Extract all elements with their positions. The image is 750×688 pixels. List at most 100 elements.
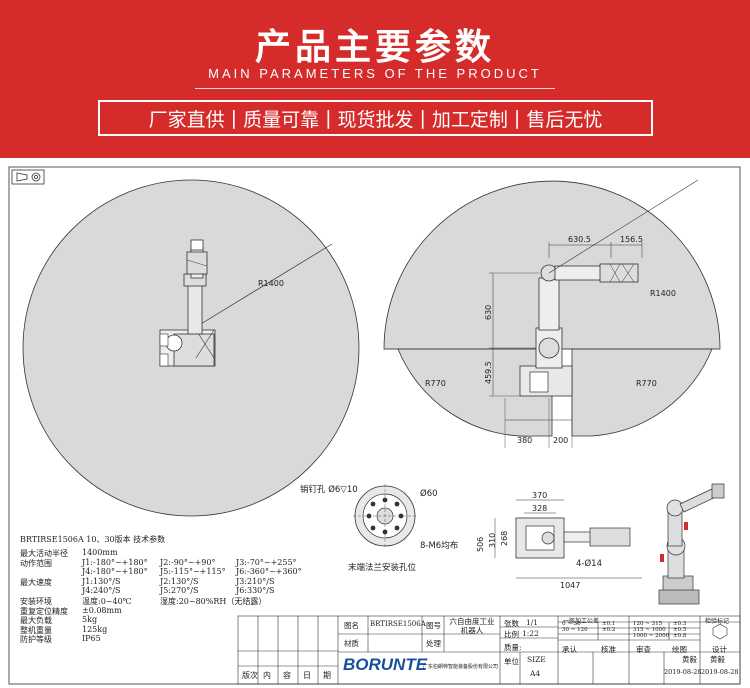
tb-date-1: 2019-08-28 xyxy=(664,668,702,676)
tb-revision-label: 内 xyxy=(263,671,271,680)
brand-logo: BORUNTE xyxy=(343,655,428,674)
tb-scale-label: 比例 xyxy=(504,630,519,639)
tolerance-cell: ±0.8 xyxy=(673,633,687,639)
spec-label: 防护等级 xyxy=(20,635,52,645)
title-block xyxy=(237,615,741,685)
tb-drawing-no-label: 图号 xyxy=(426,621,441,630)
page-title: 产品主要参数 xyxy=(254,27,495,68)
footprint-detail: 370 328 506 310 268 1047 4-Ø14 xyxy=(476,491,642,590)
flange-detail: 销钉孔 Ø6▽10 Ø60 8-M6均布 末端法兰安装孔位 xyxy=(300,484,458,573)
reach-arc-upper xyxy=(383,180,721,350)
tolerance-cell: ±0.2 xyxy=(602,627,616,633)
page-subtitle: MAIN PARAMETERS OF THE PRODUCT xyxy=(208,66,542,81)
spec-c3: J6:-360°~+360° xyxy=(236,567,302,577)
dim-630-5: 630.5 xyxy=(568,235,591,244)
dim-1047: 1047 xyxy=(560,581,580,590)
slogan-1: 厂家直供 xyxy=(148,108,225,131)
spec-c2: J2:-90°~+90° xyxy=(160,557,216,567)
spec-c1: 1400mm xyxy=(82,548,118,557)
tb-tolerance-title: 一般加工公差 xyxy=(563,618,600,625)
dim-380: 380 xyxy=(517,436,532,445)
tolerance-cell: 0 ~ 30 xyxy=(562,621,581,627)
spec-c3: J3:-70°~+255° xyxy=(236,557,297,567)
spec-label: 最大活动半径 xyxy=(20,549,68,558)
tb-size-label: SIZE xyxy=(527,655,546,664)
spec-c2: J5:-115°~+115° xyxy=(160,567,226,577)
tolerance-cell: ±0.3 xyxy=(673,621,687,627)
spec-c3: J3:210°/S xyxy=(236,576,275,586)
tb-material-label: 材质 xyxy=(344,639,359,648)
spec-label: 重复定位精度 xyxy=(20,606,68,616)
tb-role: 审查 xyxy=(636,645,651,654)
spec-c2: 湿度:20~80%RH（无结露） xyxy=(160,597,267,606)
slogan-3: 现货批发 xyxy=(337,108,414,131)
tb-sheets: 1/1 xyxy=(526,618,539,627)
tb-drawer: 黄毅 xyxy=(682,655,697,664)
slogan-2: 质量可靠 xyxy=(243,108,320,131)
tb-size: A4 xyxy=(530,669,541,678)
tb-scale: 1:22 xyxy=(522,629,539,638)
spec-c1: IP65 xyxy=(82,634,101,644)
dim-506: 506 xyxy=(476,537,485,552)
dim-630: 630 xyxy=(484,305,493,320)
spec-label: 整机重量 xyxy=(20,625,52,635)
tb-designer: 黄毅 xyxy=(710,655,725,664)
tolerance-cell: 30 ~ 120 xyxy=(562,627,588,633)
spec-c1: 5kg xyxy=(82,615,98,625)
tolerance-cell: 315 ~ 1000 xyxy=(633,627,666,633)
spec-label: 最大速度 xyxy=(20,577,52,587)
spec-c1: J1:-180°~+180° xyxy=(82,557,148,567)
dim-328: 328 xyxy=(532,504,547,513)
dim-r1400-left: R1400 xyxy=(258,279,284,288)
tb-revision-label: 日 xyxy=(303,671,311,680)
title-divider xyxy=(195,88,555,89)
tolerance-cell: ±0.1 xyxy=(602,621,616,627)
slogan-box: 厂家直供 | 质量可靠 | 现货批发 | 加工定制 | 售后无忧 xyxy=(98,100,653,136)
dim-310: 310 xyxy=(488,533,497,548)
slogan-separator: | xyxy=(513,107,521,129)
tb-revision-label: 版次 xyxy=(242,671,258,680)
pin-hole-label: 销钉孔 Ø6▽10 xyxy=(300,484,358,495)
projection-symbol-icon xyxy=(11,169,45,185)
spec-label: 动作范围 xyxy=(20,558,52,568)
slogan-separator: | xyxy=(419,107,426,129)
tb-drawing-name: BRTIRSE1506A xyxy=(370,620,426,628)
tb-role: 核准 xyxy=(601,645,616,654)
tolerance-cell: 120 ~ 315 xyxy=(633,621,663,627)
tb-date-2: 2019-08-28 xyxy=(701,668,739,676)
spec-c1: J1:130°/S xyxy=(82,576,121,586)
spec-heading: BRTIRSE1506A 10、30版本 技术参数 xyxy=(20,535,166,544)
reach-arc-lower-right xyxy=(571,348,713,437)
spec-c1: 125kg xyxy=(82,624,108,634)
robot-isometric-image xyxy=(658,483,725,605)
dim-156-5: 156.5 xyxy=(620,235,643,244)
tolerance-cell: 1000 ~ 2000 xyxy=(633,633,670,639)
spec-c1: 温度:0~40℃ xyxy=(82,597,132,606)
m6-hole-label: 8-M6均布 xyxy=(420,540,458,551)
slogan-4: 加工定制 xyxy=(431,108,508,131)
dim-r770-right: R770 xyxy=(636,379,657,388)
reach-arc-lower-left xyxy=(397,348,553,437)
spec-c2: J2:130°/S xyxy=(160,576,199,586)
flange-caption: 末端法兰安装孔位 xyxy=(348,562,417,573)
spec-c2: J5:270°/S xyxy=(160,586,199,596)
spec-c3: J6:330°/S xyxy=(236,586,275,596)
spec-label: 安装环境 xyxy=(20,597,52,606)
tb-product: 六自由度工业机器人 xyxy=(449,617,495,635)
tb-role: 绘图 xyxy=(672,645,687,654)
tb-role: 设计 xyxy=(712,645,727,654)
dim-370: 370 xyxy=(532,491,547,500)
dim-r770-left: R770 xyxy=(425,379,446,388)
tb-company: 广东伯朗特智能装备股份有限公司 xyxy=(423,664,499,670)
header-banner: 产品主要参数 MAIN PARAMETERS OF THE PRODUCT 厂家… xyxy=(0,0,750,158)
spec-c1: J4:-180°~+180° xyxy=(82,567,148,577)
tb-drawing-name-label: 图名 xyxy=(344,621,359,630)
tb-role: 承认 xyxy=(562,645,577,654)
top-view: R1400 xyxy=(22,179,360,517)
spec-label: 最大负载 xyxy=(20,616,52,626)
drawing-canvas: R1400 xyxy=(8,166,741,685)
dim-4-phi14: 4-Ø14 xyxy=(576,558,602,569)
spec-c1: ±0.08mm xyxy=(82,605,122,615)
dim-459-5: 459.5 xyxy=(484,361,493,384)
side-view: 630.5 156.5 R1400 630 459.5 380 200 R770… xyxy=(383,179,721,448)
